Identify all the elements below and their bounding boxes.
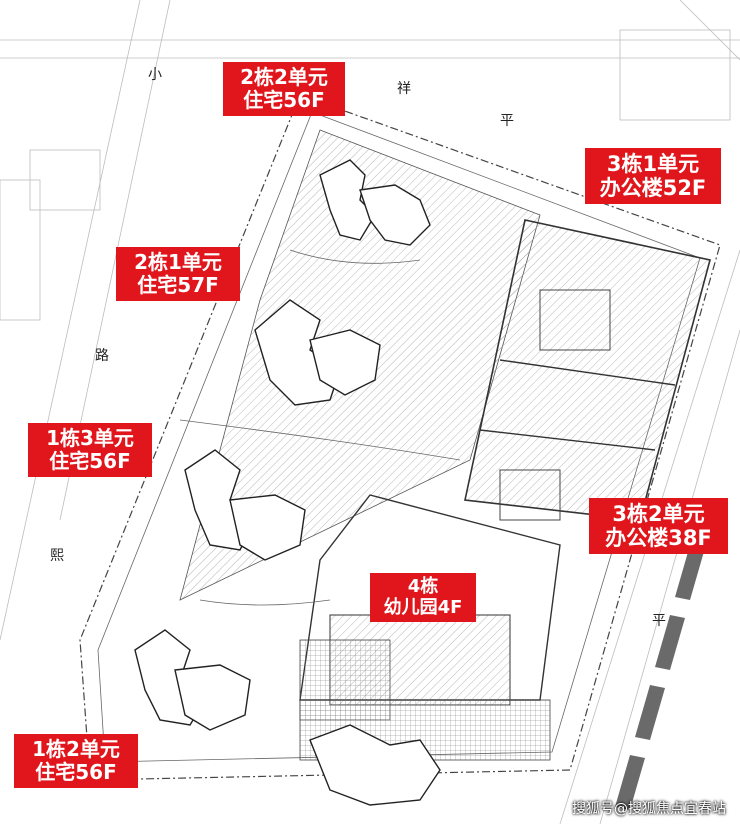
label-line-1: 3栋2单元 <box>612 502 705 526</box>
road-char-west-2: 熙 <box>50 548 64 564</box>
label-line-2: 住宅56F <box>49 449 131 473</box>
road-char-north-3: 平 <box>500 113 514 129</box>
label-line-1: 4栋 <box>407 576 439 597</box>
label-building-4: 4栋 幼儿园4F <box>370 573 476 623</box>
label-line-1: 1栋2单元 <box>32 737 120 761</box>
label-building-3-unit-2: 3栋2单元 办公楼38F <box>589 498 728 555</box>
label-line-2: 住宅56F <box>243 88 325 112</box>
label-building-2-unit-2: 2栋2单元 住宅56F <box>223 62 345 116</box>
road-stripes <box>615 545 705 810</box>
road-char-north-2: 祥 <box>397 81 411 97</box>
label-line-2: 住宅57F <box>137 273 219 297</box>
label-line-2: 办公楼52F <box>599 176 707 201</box>
label-line-2: 办公楼38F <box>605 526 712 551</box>
road-char-north-1: 小 <box>148 67 162 83</box>
road-char-west-1: 路 <box>95 348 109 364</box>
road-char-east-1: 平 <box>652 613 666 629</box>
label-line-2: 住宅56F <box>35 760 117 784</box>
source-watermark: 搜狐号@搜狐焦点宜春站 <box>572 801 726 817</box>
label-building-2-unit-1: 2栋1单元 住宅57F <box>116 247 240 301</box>
label-line-1: 1栋3单元 <box>46 426 134 450</box>
label-building-1-unit-3: 1栋3单元 住宅56F <box>28 423 152 477</box>
label-line-1: 3栋1单元 <box>606 152 700 176</box>
label-building-3-unit-1: 3栋1单元 办公楼52F <box>585 148 721 205</box>
label-line-1: 2栋1单元 <box>134 250 222 274</box>
building-footprints <box>134 159 441 806</box>
internal-paths <box>179 249 461 606</box>
label-line-2: 幼儿园4F <box>383 596 463 618</box>
label-building-1-unit-2: 1栋2单元 住宅56F <box>14 734 138 788</box>
label-line-1: 2栋2单元 <box>240 65 328 89</box>
